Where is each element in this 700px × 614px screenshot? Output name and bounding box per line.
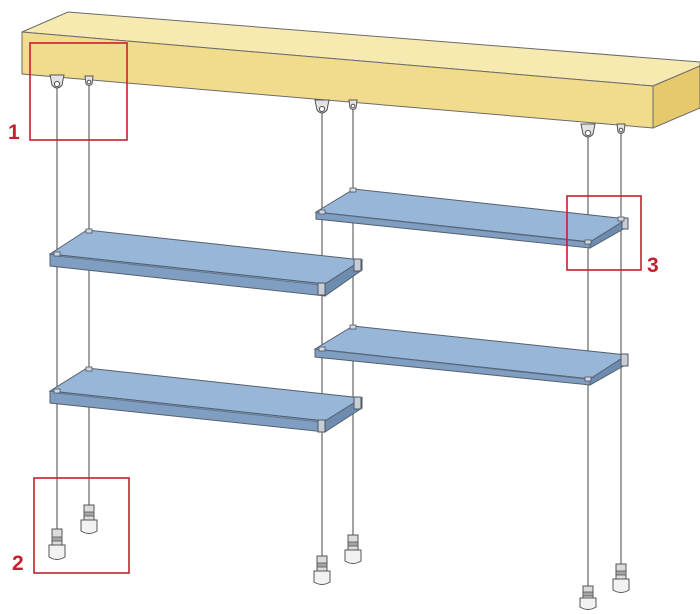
cable-clip — [584, 376, 592, 382]
callout-3: 3 — [566, 195, 659, 277]
cable-clip — [584, 239, 592, 245]
shelf-bracket — [317, 419, 326, 433]
callout-number: 1 — [8, 121, 20, 144]
cable-clip — [349, 187, 357, 193]
shelf-lower-right — [313, 324, 629, 386]
callout-1: 1 — [8, 42, 128, 144]
callout-number: 2 — [12, 552, 24, 575]
shelf-bracket — [620, 353, 629, 367]
bottom-weight — [612, 563, 630, 593]
callout-number: 3 — [647, 254, 659, 277]
cable-clip — [318, 209, 326, 215]
cable-clip — [85, 366, 93, 372]
callout-2: 2 — [12, 477, 130, 575]
callout-box — [33, 477, 130, 574]
cable-clip — [318, 346, 326, 352]
top-mount — [616, 123, 626, 134]
bottom-weight — [48, 528, 66, 560]
shelf-bracket — [317, 282, 326, 296]
top-mount — [580, 123, 596, 138]
bottom-weight — [80, 504, 98, 534]
bottom-weight — [344, 534, 362, 564]
callout-box — [29, 42, 128, 141]
callout-box — [566, 195, 642, 271]
shelf-bottom-left — [48, 366, 364, 433]
bottom-weights — [48, 504, 630, 610]
shelf-bracket — [353, 396, 362, 410]
cables — [56, 82, 622, 590]
top-mounts — [49, 74, 626, 138]
cable-clip — [85, 228, 93, 234]
shelf-middle-left — [48, 228, 364, 297]
cable-clip — [349, 324, 357, 330]
top-mount — [84, 75, 94, 86]
shelf-bracket — [353, 258, 362, 272]
bottom-weight — [579, 585, 597, 610]
top-mount — [314, 99, 330, 114]
top-mount — [49, 74, 65, 89]
ceiling-beam — [21, 11, 700, 129]
cable-clip — [617, 216, 625, 222]
bottom-weight — [313, 555, 331, 585]
top-mount — [348, 99, 358, 110]
shelf-bracket — [621, 217, 629, 230]
cable-clip — [53, 388, 61, 394]
shelf-upper-right — [314, 187, 629, 249]
cable-clip — [53, 251, 61, 257]
